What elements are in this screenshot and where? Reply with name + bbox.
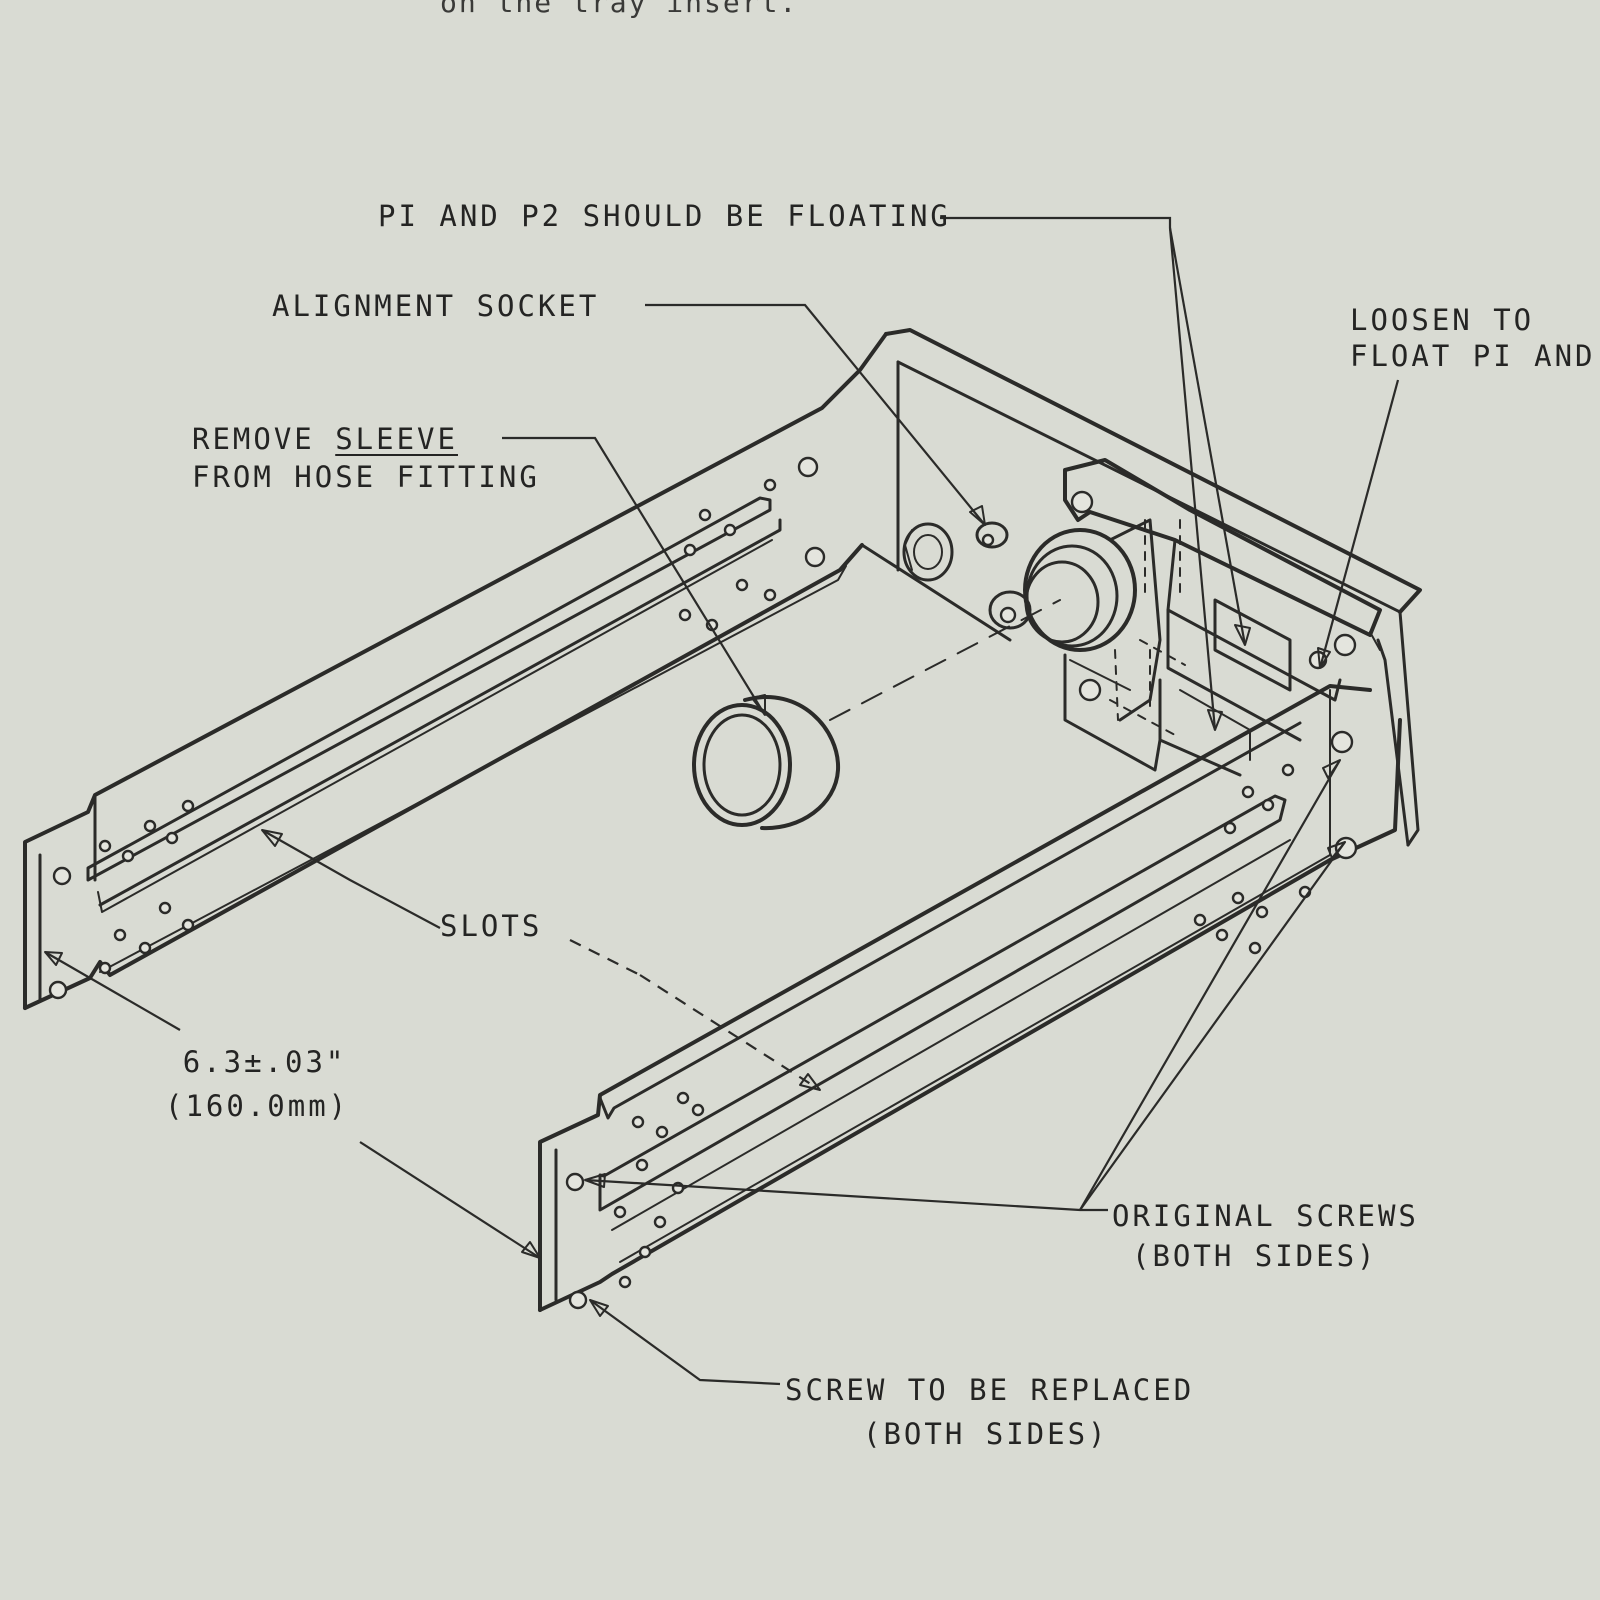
label-screw-to-be-replaced: SCREW TO BE REPLACED (BOTH SIDES) <box>785 1373 1195 1451</box>
left-rail <box>23 332 888 1010</box>
back-wall <box>860 328 1422 847</box>
alignment-socket <box>902 521 1009 582</box>
label-alignment-socket: ALIGNMENT SOCKET <box>272 289 600 323</box>
leader-lines <box>44 216 1400 1386</box>
sleeve <box>692 599 1061 831</box>
hose-fitting <box>988 518 1162 722</box>
label-dimension: 6.3±.03" (160.0mm) <box>165 1045 350 1123</box>
right-rail <box>538 684 1402 1312</box>
label-slots: SLOTS <box>440 909 543 943</box>
label-loosen-to-float: LOOSEN TO FLOAT PI AND <box>1350 303 1596 373</box>
label-remove-sleeve: REMOVE SLEEVE FROM HOSE FITTING <box>192 422 540 494</box>
label-original-screws: ORIGINAL SCREWS (BOTH SIDES) <box>1112 1199 1419 1273</box>
label-p1-p2-floating: PI AND P2 SHOULD BE FLOATING <box>378 199 951 233</box>
page-caption: on the tray insert. <box>440 0 799 19</box>
